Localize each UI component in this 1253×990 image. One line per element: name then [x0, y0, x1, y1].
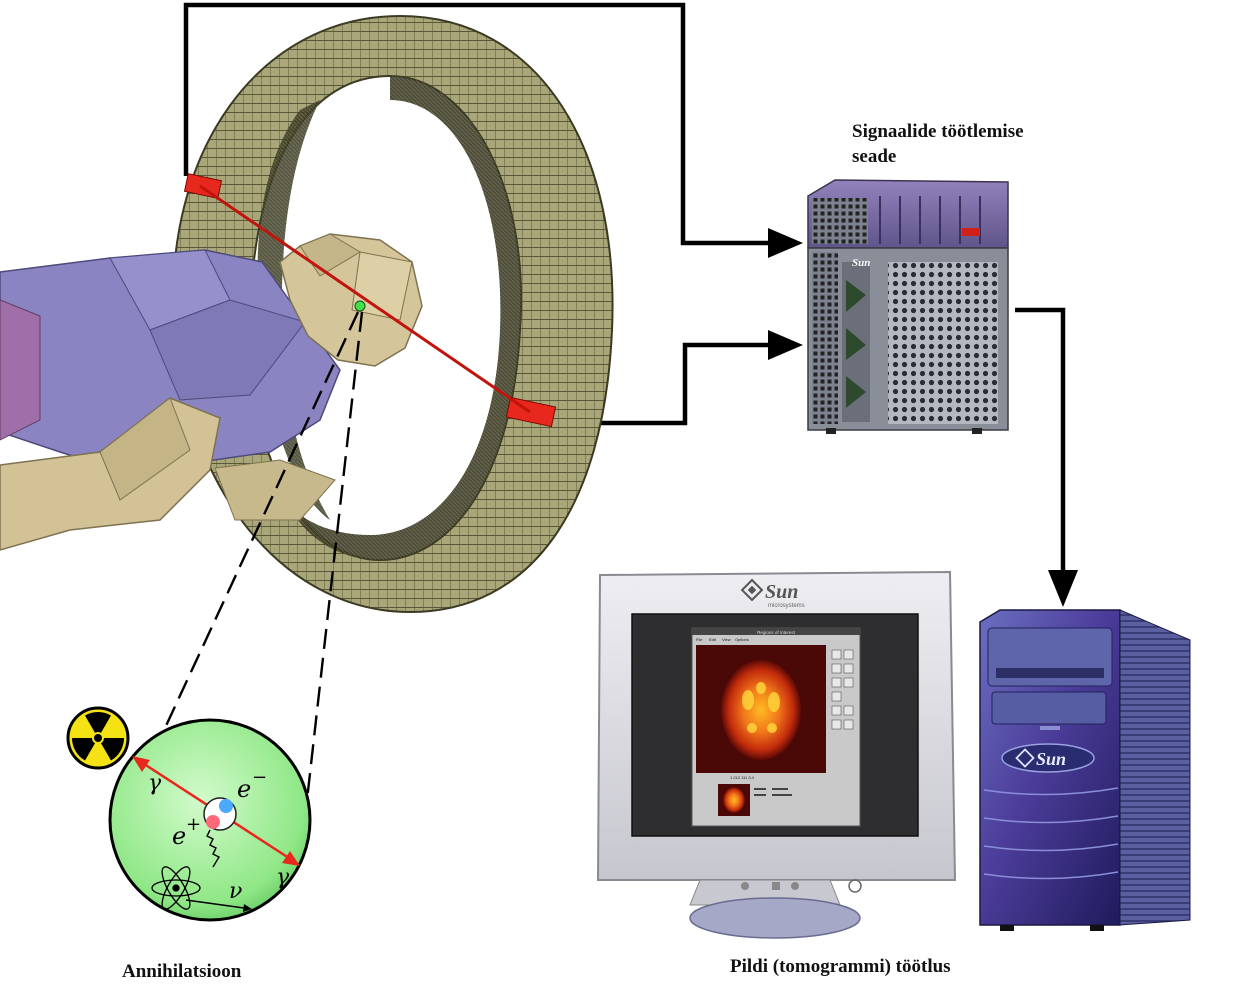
image-processing-label: Pildi (tomogrammi) töötlus — [730, 956, 951, 977]
monitor-control-buttons — [741, 879, 862, 893]
menu-view[interactable]: View — [722, 637, 731, 642]
annihilation-label: Annihilatsioon — [122, 961, 242, 982]
server-brand-logo: Sun — [852, 257, 870, 269]
annihilation-point — [354, 300, 366, 312]
arrow-head-icon — [1048, 570, 1078, 607]
monitor-brand-logo: Sun — [765, 581, 798, 603]
signal-connector-bottom — [555, 330, 803, 426]
server-to-tower-connector — [1015, 307, 1078, 607]
gamma-arrow-right-icon — [282, 851, 300, 866]
signal-processing-label: Signaalide töötlemise seade — [852, 120, 1082, 169]
signal-processing-label-line1: Signaalide töötlemise — [852, 121, 1024, 142]
gamma-label-right: γ — [276, 865, 290, 890]
atom-icon — [151, 866, 201, 910]
signal-connector-top — [183, 2, 803, 258]
gamma-label-left: γ — [148, 771, 162, 796]
monitor: Sun microsystems Regions of Interest Fil… — [596, 570, 957, 939]
arrow-head-icon — [768, 228, 803, 258]
power-button[interactable] — [848, 879, 862, 893]
positron-label: e — [172, 822, 186, 850]
line-of-response — [199, 184, 531, 414]
detector-hit-left — [183, 173, 223, 199]
tool-palette — [831, 649, 854, 730]
menu-edit[interactable]: Edit — [709, 637, 717, 642]
workstation-tower: Sun — [979, 609, 1191, 931]
brain-scan-image — [721, 660, 801, 760]
brain-thumbnail — [723, 787, 745, 813]
signal-processing-server: Sun — [807, 179, 1009, 434]
zoom-lines — [150, 311, 364, 801]
menu-options[interactable]: Options — [735, 637, 749, 642]
arrow-head-icon — [768, 330, 803, 360]
status-line: 1 212 111 3.4 — [730, 775, 755, 780]
electron-charge: − — [252, 767, 267, 788]
screen-app-window: Regions of Interest File Edit View Optio… — [691, 627, 861, 827]
monitor-brand-subtitle: microsystems — [768, 603, 805, 609]
window-title: Regions of Interest — [757, 630, 796, 635]
neutrino-label: ν — [229, 879, 242, 904]
annihilation-inset: γ γ e − e + ν — [108, 718, 312, 922]
gamma-arrow-left-icon — [132, 756, 150, 772]
electron-label: e — [237, 775, 251, 803]
tower-sun-logo: Sun — [1015, 748, 1066, 769]
patient — [0, 233, 423, 551]
tower-brand-logo: Sun — [1036, 749, 1066, 769]
signal-processing-label-line2: seade — [852, 145, 897, 167]
radiation-icon — [66, 706, 130, 770]
positron-charge: + — [186, 814, 201, 835]
menu-file[interactable]: File — [696, 637, 703, 642]
